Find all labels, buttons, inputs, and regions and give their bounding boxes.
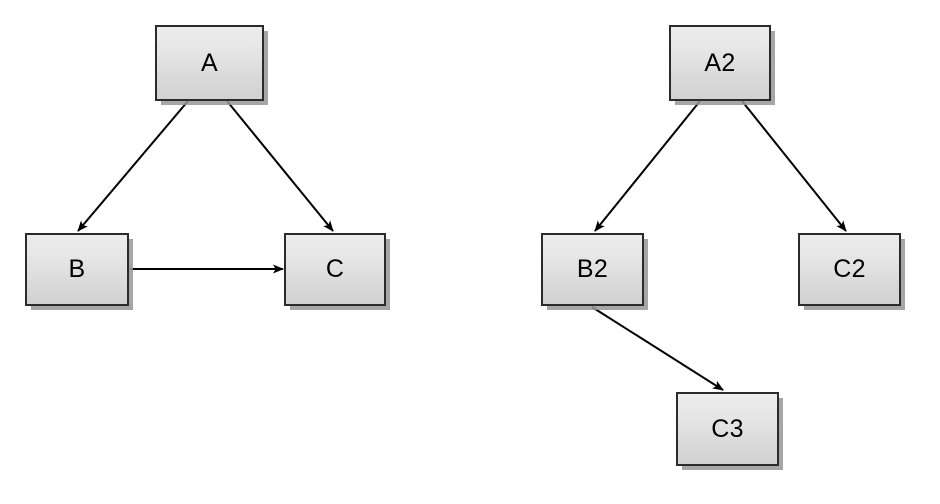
node-label-a: A <box>201 48 218 77</box>
node-c3[interactable]: C3 <box>676 392 779 466</box>
node-label-c3: C3 <box>711 414 744 443</box>
node-label-c2: C2 <box>833 255 866 283</box>
node-label-a2: A2 <box>704 48 736 77</box>
edge-a2-to-b2 <box>594 100 701 232</box>
node-a2[interactable]: A2 <box>669 25 771 101</box>
node-label-c: C <box>325 255 345 283</box>
edge-b2-to-c3 <box>591 306 724 391</box>
edge-a-to-c <box>226 100 334 232</box>
node-c[interactable]: C <box>284 233 386 306</box>
node-b2[interactable]: B2 <box>541 233 644 306</box>
edge-a-to-b <box>77 100 189 232</box>
edge-a2-to-c2 <box>741 100 847 232</box>
node-a[interactable]: A <box>155 25 264 101</box>
node-label-b: B <box>68 255 86 283</box>
node-c2[interactable]: C2 <box>798 233 901 306</box>
node-b[interactable]: B <box>25 233 129 306</box>
node-label-b2: B2 <box>576 255 609 283</box>
